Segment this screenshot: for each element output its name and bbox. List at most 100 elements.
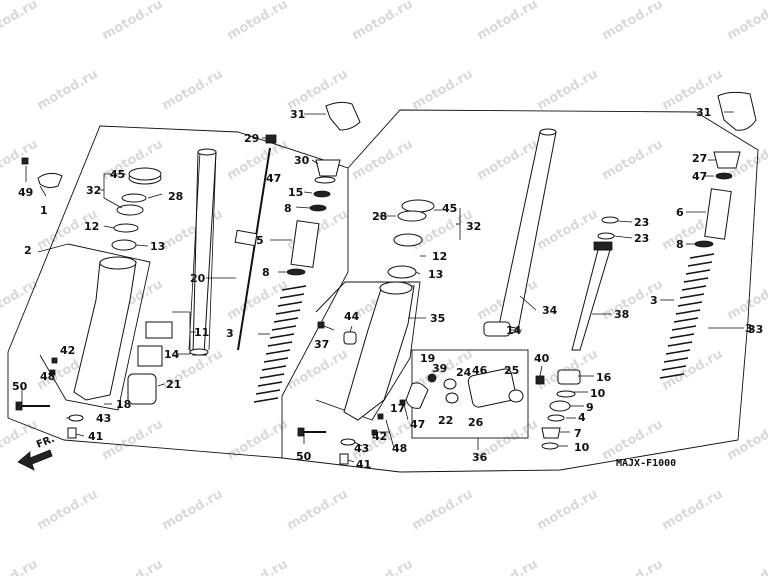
callout-48: 48	[392, 442, 407, 455]
watermark-text: motod.ru	[0, 277, 40, 324]
callout-17: 17	[390, 402, 405, 415]
direction-label: FR.	[35, 434, 56, 451]
watermark-text: motod.ru	[0, 0, 40, 43]
callout-1: 1	[40, 204, 48, 217]
callout-45: 45	[442, 202, 457, 215]
watermark-text: motod.ru	[410, 487, 476, 534]
watermark-text: motod.ru	[100, 557, 166, 576]
callout-10: 10	[590, 387, 606, 400]
callout-2: 2	[24, 244, 32, 257]
callout-35: 35	[430, 312, 445, 325]
callout-23: 23	[634, 216, 649, 229]
watermark-text: motod.ru	[100, 0, 166, 43]
callout-28: 28	[168, 190, 183, 203]
callout-36: 36	[472, 451, 488, 464]
callout-26: 26	[468, 416, 484, 429]
callout-25: 25	[504, 364, 519, 377]
callout-34: 34	[542, 304, 558, 317]
callout-20: 20	[190, 272, 206, 285]
callout-19: 19	[420, 352, 435, 365]
watermark-text: motod.ru	[725, 417, 768, 464]
callout-50: 50	[12, 380, 28, 393]
callout-47: 47	[410, 418, 425, 431]
callout-39: 39	[432, 362, 447, 375]
callout-42: 42	[60, 344, 75, 357]
watermark-text: motod.ru	[350, 137, 416, 184]
callout-14: 14	[506, 324, 522, 337]
callout-8: 8	[676, 238, 684, 251]
callout-43: 43	[96, 412, 111, 425]
watermark-text: motod.ru	[535, 207, 601, 254]
callout-8: 8	[284, 202, 292, 215]
callout-37: 37	[314, 338, 329, 351]
callout-30: 30	[294, 154, 310, 167]
callout-46: 46	[472, 364, 488, 377]
callout-47: 47	[692, 170, 707, 183]
callout-31: 31	[696, 106, 711, 119]
watermark-text: motod.ru	[225, 0, 291, 43]
watermark-text: motod.ru	[225, 417, 291, 464]
watermark-text: motod.ru	[0, 557, 40, 576]
callout-45: 45	[110, 168, 125, 181]
watermark-text: motod.ru	[0, 137, 40, 184]
callout-3: 3	[226, 327, 234, 340]
watermark-text: motod.ru	[160, 487, 226, 534]
callout-23: 23	[634, 232, 649, 245]
watermark-text: motod.ru	[475, 0, 541, 43]
callout-29: 29	[244, 132, 259, 145]
watermark-text: motod.ru	[725, 277, 768, 324]
callout-44: 44	[344, 310, 360, 323]
callout-32: 32	[86, 184, 101, 197]
callout-9: 9	[586, 401, 594, 414]
callout-15: 15	[288, 186, 303, 199]
watermark-text: motod.ru	[660, 487, 726, 534]
watermark-text: motod.ru	[225, 557, 291, 576]
callout-3: 3	[650, 294, 658, 307]
callout-47: 47	[266, 172, 281, 185]
watermark-text: motod.ru	[285, 347, 351, 394]
callout-41: 41	[356, 458, 371, 471]
callout-12: 12	[432, 250, 447, 263]
callout-5: 5	[256, 234, 264, 247]
callout-6: 6	[676, 206, 684, 219]
watermark-text: motod.ru	[35, 67, 101, 114]
callout-4: 4	[578, 411, 586, 424]
callout-labels: 1233345678889101011121213131414151617181…	[12, 106, 763, 471]
callout-16: 16	[596, 371, 612, 384]
callout-24: 24	[456, 366, 472, 379]
callout-33: 33	[748, 323, 763, 336]
callout-28: 28	[372, 210, 387, 223]
watermark-text: motod.ru	[600, 137, 666, 184]
right-fork-parts	[297, 91, 757, 465]
callout-13: 13	[150, 240, 165, 253]
watermark-text: motod.ru	[535, 487, 601, 534]
callout-11: 11	[194, 326, 209, 339]
watermark-text: motod.ru	[350, 557, 416, 576]
callout-42: 42	[372, 430, 387, 443]
watermark-text: motod.ru	[725, 557, 768, 576]
watermark-text: motod.ru	[285, 487, 351, 534]
callout-49: 49	[18, 186, 33, 199]
callout-43: 43	[354, 442, 369, 455]
watermark-text: motod.ru	[475, 557, 541, 576]
callout-22: 22	[438, 414, 453, 427]
left-fork-parts	[15, 101, 361, 471]
callout-10: 10	[574, 441, 590, 454]
callout-13: 13	[428, 268, 443, 281]
callout-8: 8	[262, 266, 270, 279]
watermark-text: motod.ru	[600, 557, 666, 576]
watermark-text: motod.ru	[350, 0, 416, 43]
leader-lines	[21, 111, 744, 463]
watermark-text: motod.ru	[160, 207, 226, 254]
watermark-text: motod.ru	[600, 417, 666, 464]
callout-27: 27	[692, 152, 707, 165]
watermark-text: motod.ru	[600, 0, 666, 43]
watermark-text: motod.ru	[725, 0, 768, 43]
callout-3: 3	[745, 322, 753, 335]
watermark-text: motod.ru	[535, 67, 601, 114]
diagram-code: MAJX-F1000	[616, 458, 676, 469]
callout-21: 21	[166, 378, 181, 391]
callout-18: 18	[116, 398, 131, 411]
callout-14: 14	[164, 348, 180, 361]
watermark-text: motod.ru	[410, 67, 476, 114]
